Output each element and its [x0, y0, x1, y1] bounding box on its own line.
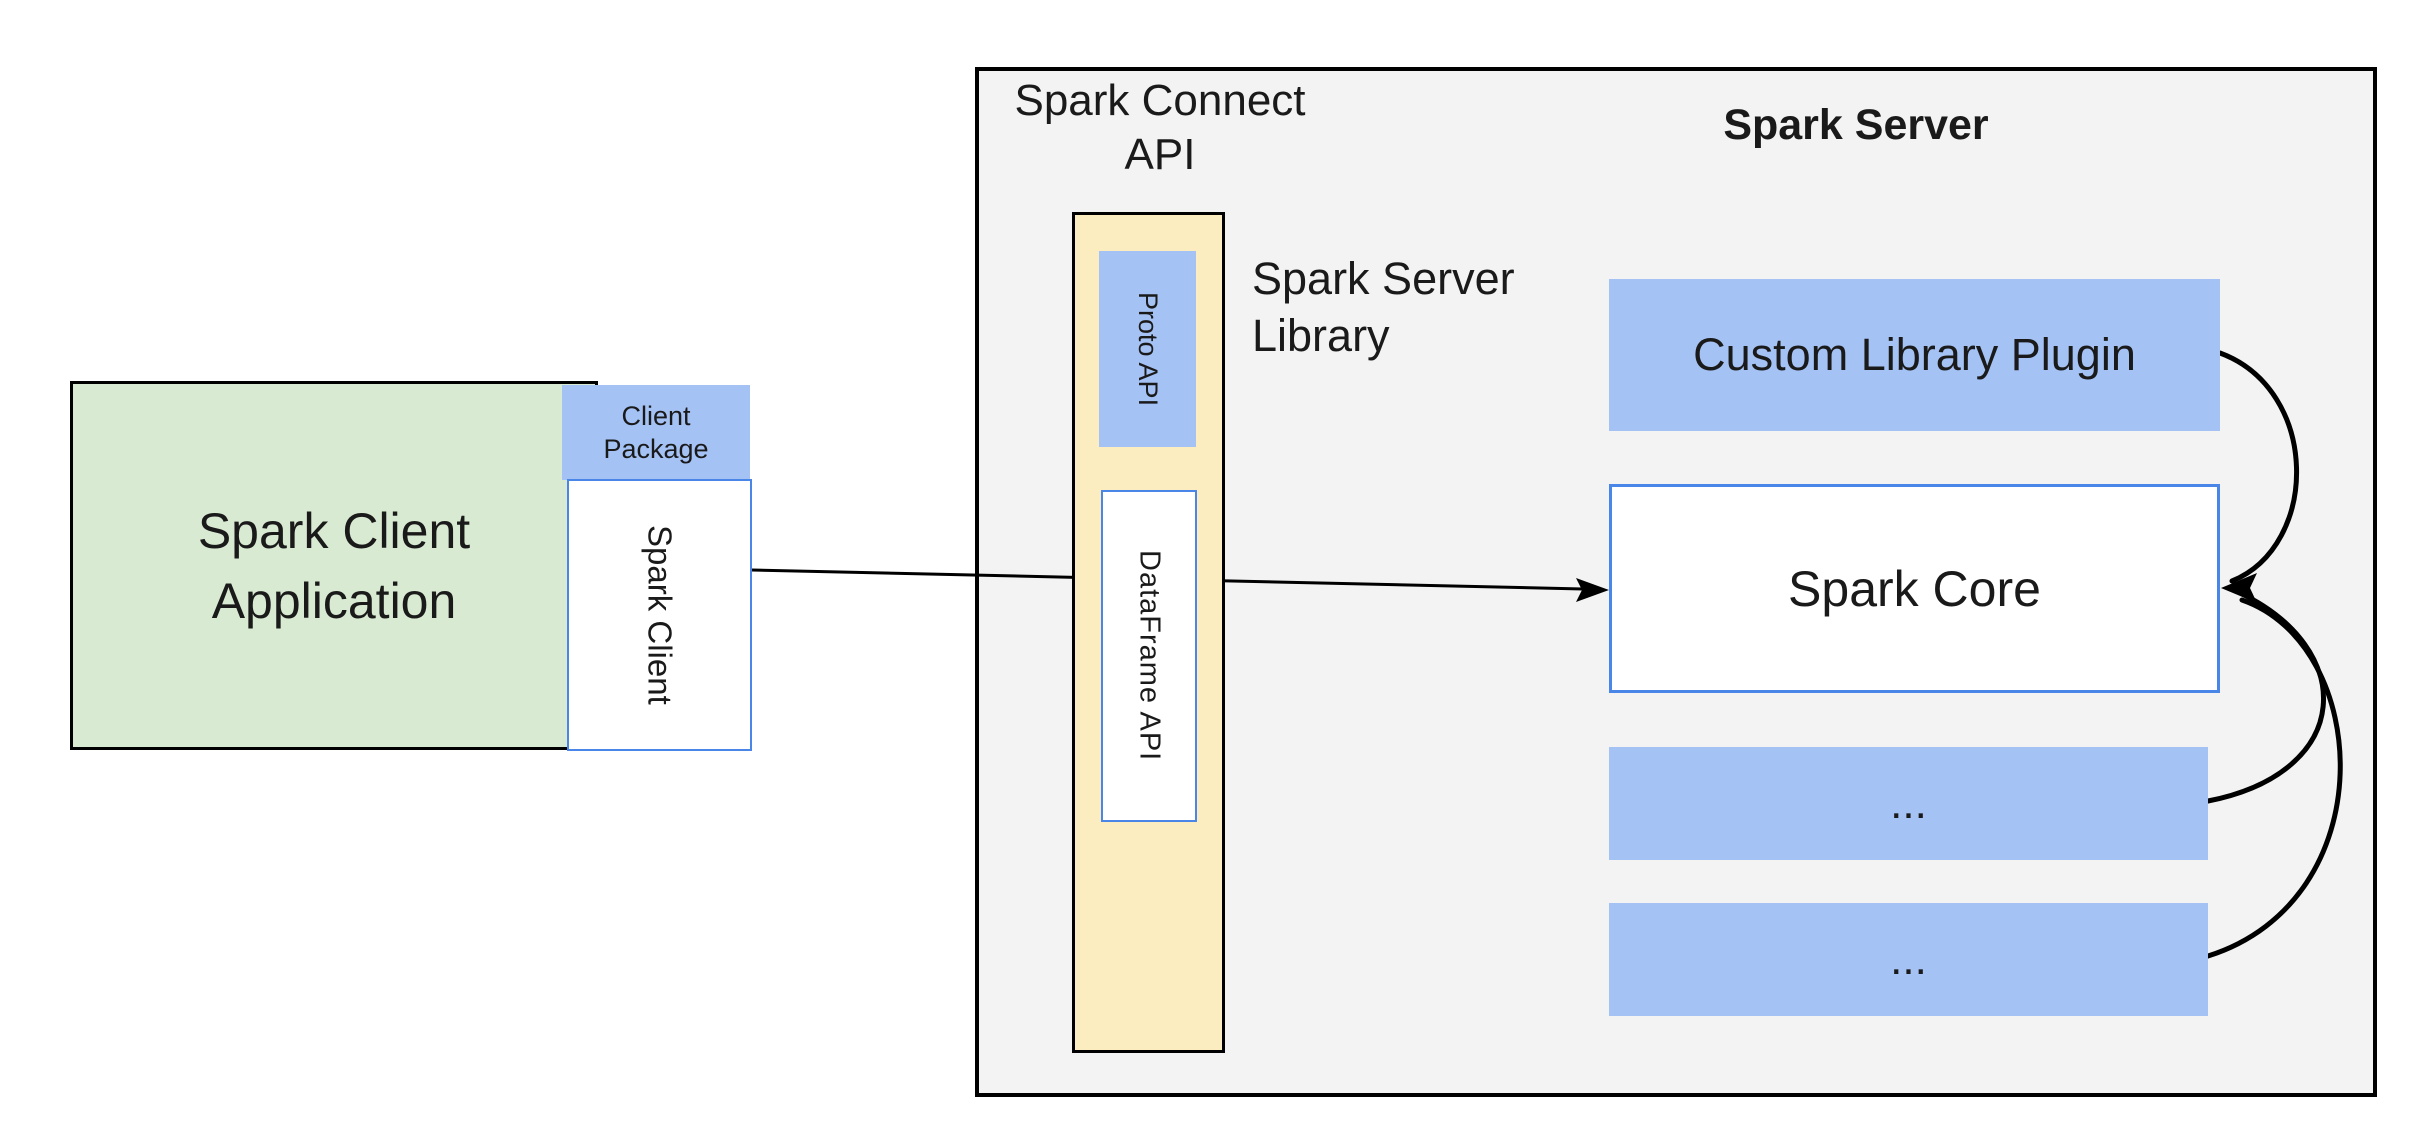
spark-client-application-box: Spark Client Application — [70, 381, 598, 750]
ellipsis-label-1: ... — [1890, 778, 1927, 828]
arrow-ellipsis1-to-core-curve — [2205, 589, 2326, 804]
custom-library-plugin-label: Custom Library Plugin — [1693, 329, 2136, 380]
spark-core-label: Spark Core — [1788, 560, 2041, 617]
dataframe-api-label: DataFrame API — [1133, 550, 1166, 762]
custom-library-plugin-box: Custom Library Plugin — [1609, 279, 2220, 431]
spark-server-library-label: Spark Server Library — [1252, 253, 1515, 361]
spark-client-label: Spark Client — [641, 525, 679, 705]
proto-api-box: Proto API — [1099, 251, 1196, 447]
spark-client-box: Spark Client — [567, 479, 752, 751]
spark-core-box: Spark Core — [1609, 484, 2220, 693]
spark-client-application-label: Spark Client Application — [197, 502, 471, 629]
ellipsis-label-2: ... — [1890, 934, 1927, 984]
arrow-ellipsis2-to-core-curve — [2205, 597, 2343, 959]
dataframe-api-box: DataFrame API — [1101, 490, 1197, 822]
arrow-plugin-to-core-curve — [2217, 350, 2300, 584]
client-package-label: Client Package — [603, 400, 709, 464]
spark-connect-api-label: Spark Connect API — [1014, 76, 1306, 179]
client-package-box: Client Package — [562, 385, 750, 480]
proto-api-label: Proto API — [1133, 291, 1163, 407]
arrowhead-into-core-left — [1576, 578, 1609, 602]
spark-server-title: Spark Server — [1723, 101, 1989, 149]
arrowhead-into-core-right — [2221, 573, 2257, 603]
ellipsis-box-1: ... — [1609, 747, 2208, 860]
ellipsis-box-2: ... — [1609, 903, 2208, 1016]
